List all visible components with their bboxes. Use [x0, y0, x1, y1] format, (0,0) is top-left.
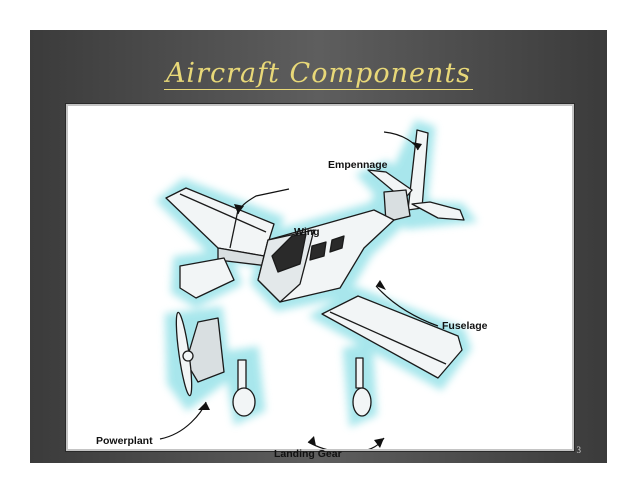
- slide: Aircraft Components: [30, 30, 607, 463]
- main-landing-gear-part: [352, 357, 372, 417]
- label-wing: Wing: [294, 226, 320, 238]
- slide-title-text: Aircraft Components: [163, 58, 474, 90]
- wheel-fairing-part: [179, 257, 235, 299]
- fuselage-part: [257, 209, 395, 303]
- nose-landing-gear-part: [232, 359, 256, 417]
- powerplant-part: [175, 311, 225, 397]
- label-landing-gear: Landing Gear: [274, 448, 342, 460]
- wing-part: [165, 187, 275, 267]
- aircraft-components-diagram: [155, 119, 478, 449]
- empennage-part: [367, 129, 465, 223]
- aircraft-parts: [165, 129, 465, 417]
- figure-frame: Empennage Wing Fuselage Powerplant Landi…: [66, 104, 574, 460]
- label-fuselage: Fuselage: [442, 320, 488, 332]
- page-number: 3: [576, 445, 582, 455]
- slide-title: Aircraft Components: [30, 58, 607, 90]
- label-powerplant: Powerplant: [96, 435, 153, 447]
- right-wing-part: [321, 295, 463, 379]
- arrowheads: [198, 142, 422, 448]
- label-empennage: Empennage: [328, 159, 388, 171]
